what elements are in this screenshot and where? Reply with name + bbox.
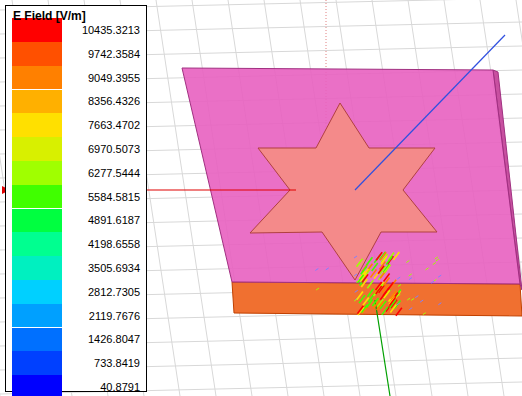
color-swatch [12,137,62,161]
field-arrow [397,277,400,279]
color-swatch [12,351,62,375]
field-arrow [423,313,426,315]
field-arrow [378,266,384,274]
grid-line [516,0,522,396]
field-arrow [376,282,382,290]
field-arrow [415,296,418,298]
color-swatch [12,280,62,304]
star-patch [250,103,437,280]
legend-value: 2812.7305 [88,286,140,299]
color-swatch [12,328,62,352]
color-swatch [12,304,62,328]
legend-value: 8356.4326 [88,95,140,108]
field-arrow [387,256,393,264]
field-arrow [436,259,439,261]
field-arrow [316,288,319,290]
field-arrow [367,289,373,297]
field-arrow [384,265,390,273]
field-arrow [366,257,372,265]
field-arrow [381,256,387,264]
legend-value: 10435.3213 [82,24,140,37]
field-arrow [397,303,400,305]
legend-value: 7663.4702 [88,119,140,132]
field-arrow [431,281,434,283]
legend-value: 5584.5815 [88,191,140,204]
field-arrow [398,285,401,287]
field-arrow [361,266,367,274]
color-swatch [12,90,62,114]
color-swatch [12,209,62,233]
field-arrow [384,273,390,281]
legend-value: 6277.5444 [88,167,140,180]
field-arrow [420,300,423,302]
legend-value: 2119.7676 [89,310,140,323]
field-arrow [357,306,363,314]
field-arrow [354,274,357,276]
color-swatch [12,66,62,90]
grid-line [84,0,144,396]
field-arrow [438,275,441,277]
field-arrow [407,298,410,300]
color-swatch [12,256,62,280]
color-swatch [12,232,62,256]
field-arrow [409,308,412,310]
field-arrow [409,278,412,280]
field-arrow [357,259,363,267]
legend-title: E Field [V/m] [13,9,86,23]
color-swatch [12,113,62,137]
field-arrow [435,257,438,259]
field-arrow [397,294,400,296]
field-arrow [390,297,396,305]
field-arrow [426,268,429,270]
field-arrow [326,268,329,270]
field-arrow [356,280,359,282]
field-arrow [363,298,369,306]
field-arrow [355,290,358,292]
legend-value: 1426.8047 [88,333,140,346]
color-swatch [12,185,62,209]
legend-value: 40.8791 [100,381,140,394]
color-swatch [12,42,62,66]
field-arrow [384,290,390,298]
legend-value: 9742.3584 [88,48,140,61]
field-arrow [372,298,378,306]
field-arrow [382,307,388,315]
field-arrow [382,285,388,293]
field-vectors [315,252,441,316]
legend-value: 4198.6558 [88,238,140,251]
field-arrow [396,308,402,316]
field-arrow [359,295,365,303]
field-arrow [438,303,441,305]
field-arrow [367,280,373,288]
field-arrow [386,257,392,265]
z-axis [375,300,390,396]
field-arrow [411,298,414,300]
legend-value: 4891.6187 [88,214,140,227]
color-swatch [12,375,62,396]
field-arrow [354,256,357,258]
field-arrow [390,305,396,313]
field-arrow [406,260,409,262]
legend-value: 6970.5073 [88,143,140,156]
color-swatch [12,161,62,185]
field-arrow [377,302,383,310]
field-arrow [395,300,401,308]
substrate [182,68,520,284]
legend-panel: E Field [V/m]10435.3213 9742.3584 9049.395… [5,5,147,392]
field-arrow [393,252,399,260]
field-arrow [409,274,412,276]
field-arrow [362,274,368,282]
field-arrow [433,263,436,265]
legend-value: 3505.6934 [88,262,140,275]
legend-value: 733.8419 [94,357,140,370]
legend-value: 9049.3955 [88,72,140,85]
y-axis [355,35,505,190]
field-arrow [315,268,318,270]
